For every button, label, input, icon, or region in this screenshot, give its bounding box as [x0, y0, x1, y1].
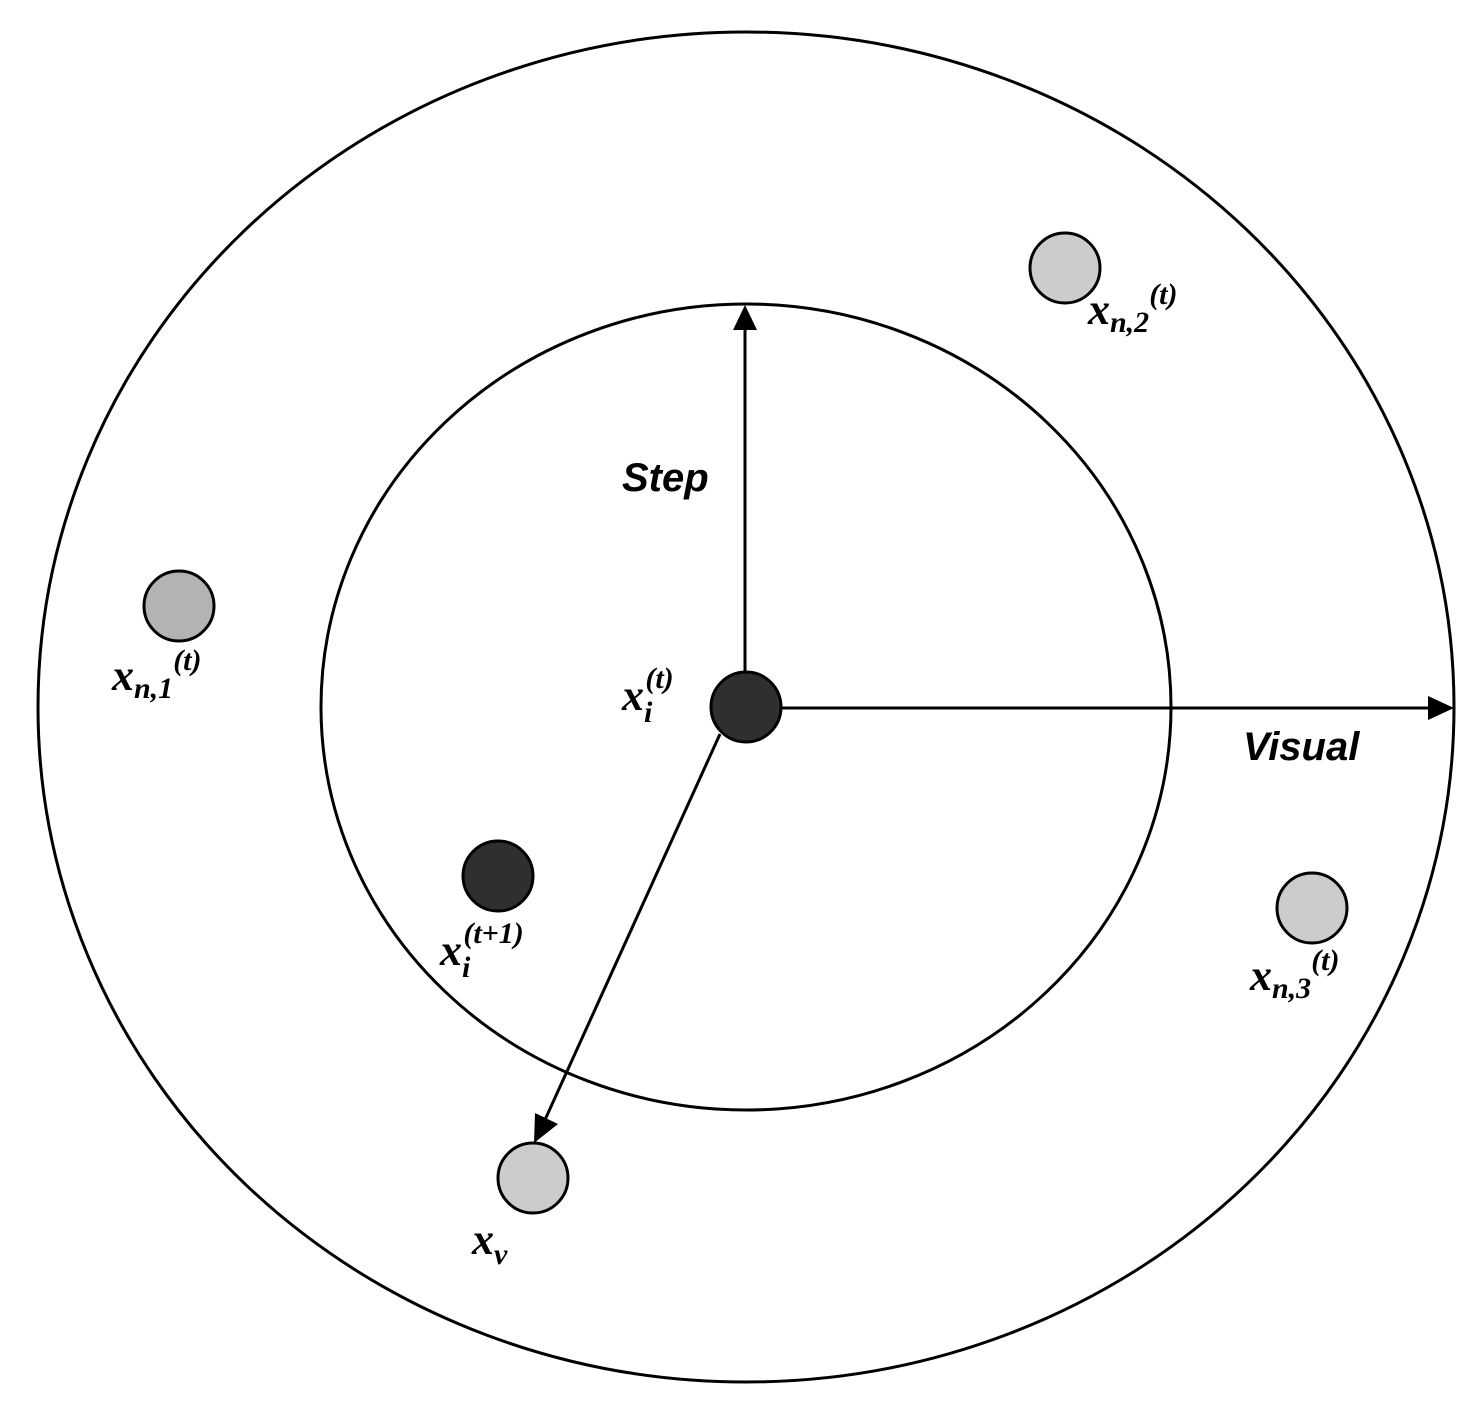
current-node — [709, 670, 783, 744]
neighbor-1-node — [142, 569, 216, 643]
neighbor-3-node — [1275, 871, 1349, 945]
visual-point-label: xv — [471, 1215, 508, 1271]
next-node — [461, 839, 535, 913]
next-node-label: xi(t+1) — [439, 917, 524, 984]
step-label: Step — [622, 456, 709, 500]
step-arrow-head — [733, 305, 757, 330]
visual-range-ring — [36, 30, 1456, 1384]
neighbor-2-label: xn,2(t) — [1087, 278, 1178, 339]
visual-arrow-head — [1428, 696, 1454, 720]
neighbor-1-label: xn,1(t) — [111, 644, 202, 705]
visual-label: Visual — [1243, 725, 1360, 769]
visual-point-node — [496, 1141, 570, 1215]
visual-point-arrow-line — [542, 733, 722, 1123]
neighbor-3-label: xn,3(t) — [1249, 944, 1340, 1005]
neighbor-2-node — [1028, 231, 1102, 305]
visual-point-arrow-head — [534, 1113, 558, 1143]
current-node-label: xi(t) — [621, 662, 674, 729]
